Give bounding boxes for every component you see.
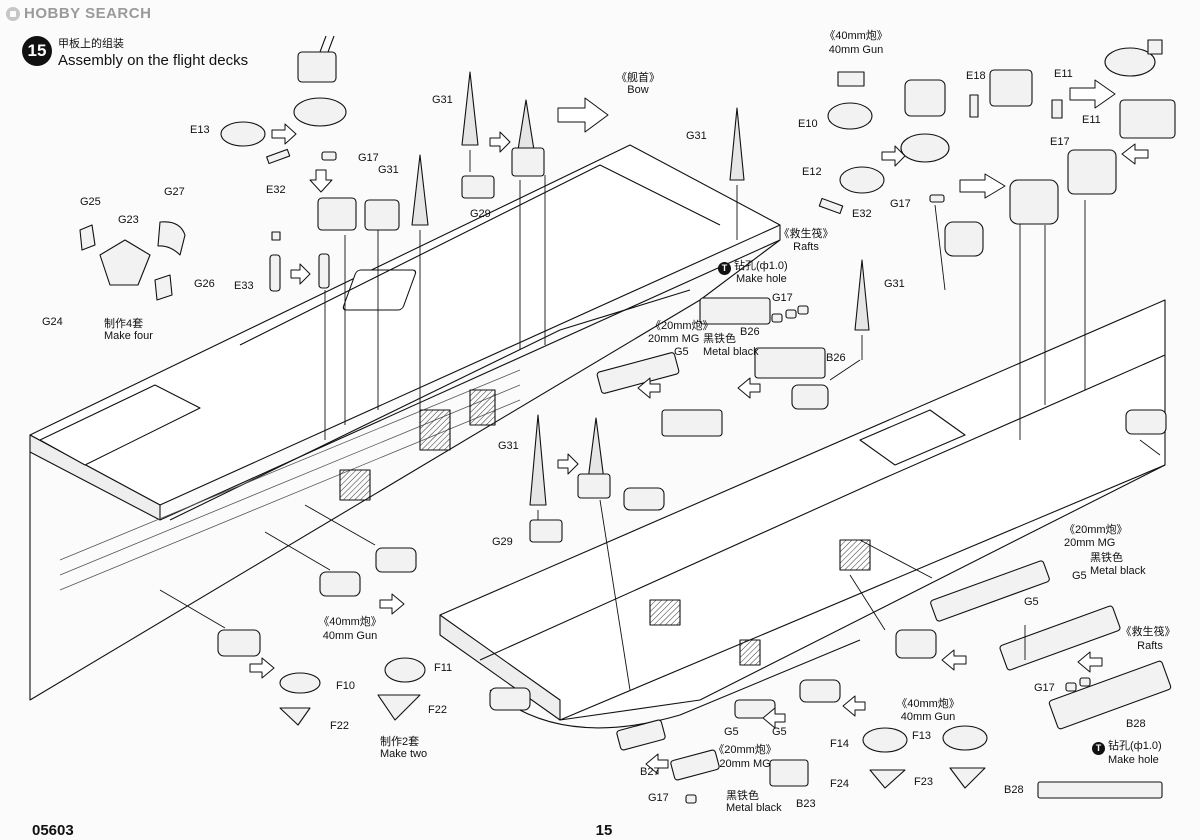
- part-label: E32: [852, 208, 872, 220]
- drill-icon: T: [1092, 742, 1105, 755]
- gun40-top-en: 40mm Gun: [828, 44, 884, 56]
- mg20-right-en: 20mm MG: [1064, 537, 1116, 549]
- assembly-arrows: [249, 79, 1149, 775]
- part-label: G31: [884, 278, 905, 290]
- part-label: F11: [434, 662, 453, 674]
- drill-mid-cn: 钻孔(ф1.0): [734, 260, 788, 272]
- rafts-top-en: Rafts: [793, 241, 819, 253]
- rafts-top-cn: 《救生筏》: [778, 228, 834, 240]
- gun40-top-cn: 《40mm炮》: [824, 30, 888, 42]
- part-label: G31: [432, 94, 453, 106]
- part-label: G17: [1034, 682, 1055, 694]
- make-two-cn: 制作2套: [380, 736, 420, 748]
- lower-flight-deck: [439, 299, 1166, 729]
- page-number: 15: [595, 822, 613, 839]
- step-number-badge: 15: [22, 36, 52, 66]
- part-label: E11: [1054, 68, 1073, 80]
- step-title-en: Assembly on the flight decks: [58, 52, 249, 69]
- rafts-right-cn: 《救生筏》: [1120, 626, 1176, 638]
- part-label: G17: [358, 152, 379, 164]
- step-title-cn: 甲板上的组装: [58, 38, 124, 50]
- part-label: G29: [492, 536, 513, 548]
- bow-cn: 《舰首》: [616, 72, 660, 84]
- part-label: G23: [118, 214, 139, 226]
- part-label: E10: [798, 118, 818, 130]
- part-label: G24: [42, 316, 63, 328]
- gun40-right-cn: 《40mm炮》: [896, 698, 960, 710]
- part-label: G31: [498, 440, 519, 452]
- rafts-right-en: Rafts: [1137, 640, 1163, 652]
- part-label: B23: [796, 798, 816, 810]
- part-label: E12: [802, 166, 822, 178]
- part-label: G5: [674, 346, 689, 358]
- part-label: G5: [772, 726, 787, 738]
- part-outlines: [79, 35, 1176, 804]
- gun40-right-en: 40mm Gun: [900, 711, 956, 723]
- part-label: G17: [772, 292, 793, 304]
- upper-flight-deck: [29, 144, 781, 701]
- mg20-bottom-cn: 《20mm炮》: [713, 744, 777, 756]
- part-label: G17: [890, 198, 911, 210]
- part-label: F13: [912, 730, 931, 742]
- black-bottom-cn: 黑铁色: [726, 790, 759, 802]
- part-label: G31: [686, 130, 707, 142]
- part-label: F22: [428, 704, 447, 716]
- part-label: E32: [266, 184, 286, 196]
- part-label: G29: [470, 208, 491, 220]
- logo-mark-icon: [6, 6, 20, 21]
- part-label: F22: [330, 720, 349, 732]
- logo-text: HOBBY SEARCH: [24, 5, 152, 22]
- mg20-mid-cn: 《20mm炮》: [650, 320, 714, 332]
- part-label: F14: [830, 738, 849, 750]
- drill-right-en: Make hole: [1108, 754, 1159, 766]
- part-label: F24: [830, 778, 849, 790]
- part-label: E11: [1082, 114, 1101, 126]
- leader-lines: [324, 150, 1086, 691]
- mg20-mid-en: 20mm MG: [648, 333, 700, 345]
- part-label: F23: [914, 776, 933, 788]
- mg20-right-cn: 《20mm炮》: [1064, 524, 1128, 536]
- part-label: G17: [648, 792, 669, 804]
- drill-mid-en: Make hole: [736, 273, 787, 285]
- gun40-left-cn: 《40mm炮》: [318, 616, 382, 628]
- black-mid-cn: 黑铁色: [703, 333, 736, 345]
- part-label: B28: [1004, 784, 1024, 796]
- drill-icon: T: [718, 262, 731, 275]
- gun40-left-en: 40mm Gun: [322, 630, 378, 642]
- part-label: B26: [826, 352, 846, 364]
- part-label: G5: [1072, 570, 1087, 582]
- black-right-en: Metal black: [1090, 565, 1146, 577]
- product-code: 05603: [32, 822, 74, 839]
- part-label: G27: [164, 186, 185, 198]
- part-label: E17: [1050, 136, 1070, 148]
- make-four-cn: 制作4套: [104, 318, 144, 330]
- part-label: G5: [724, 726, 739, 738]
- part-label: G5: [1024, 596, 1039, 608]
- black-mid-en: Metal black: [703, 346, 759, 358]
- part-label: B26: [740, 326, 760, 338]
- part-label: E33: [234, 280, 254, 292]
- hobby-search-logo: HOBBY SEARCH: [6, 5, 151, 22]
- part-label: G31: [378, 164, 399, 176]
- black-right-cn: 黑铁色: [1090, 552, 1123, 564]
- make-two-en: Make two: [380, 748, 428, 760]
- part-label: E13: [190, 124, 210, 136]
- part-label: F10: [336, 680, 355, 692]
- part-label: G25: [80, 196, 101, 208]
- pointer-arrows: [159, 439, 1161, 660]
- part-label: B27: [640, 766, 660, 778]
- part-label: B28: [1126, 718, 1146, 730]
- mg20-bottom-en: 20mm MG: [719, 758, 771, 770]
- black-bottom-en: Metal black: [726, 802, 782, 814]
- part-label: G26: [194, 278, 215, 290]
- part-label: E18: [966, 70, 986, 82]
- mast-parts: [411, 71, 870, 506]
- drill-right-cn: 钻孔(ф1.0): [1108, 740, 1162, 752]
- make-four-en: Make four: [104, 330, 153, 342]
- bow-en: Bow: [627, 84, 649, 96]
